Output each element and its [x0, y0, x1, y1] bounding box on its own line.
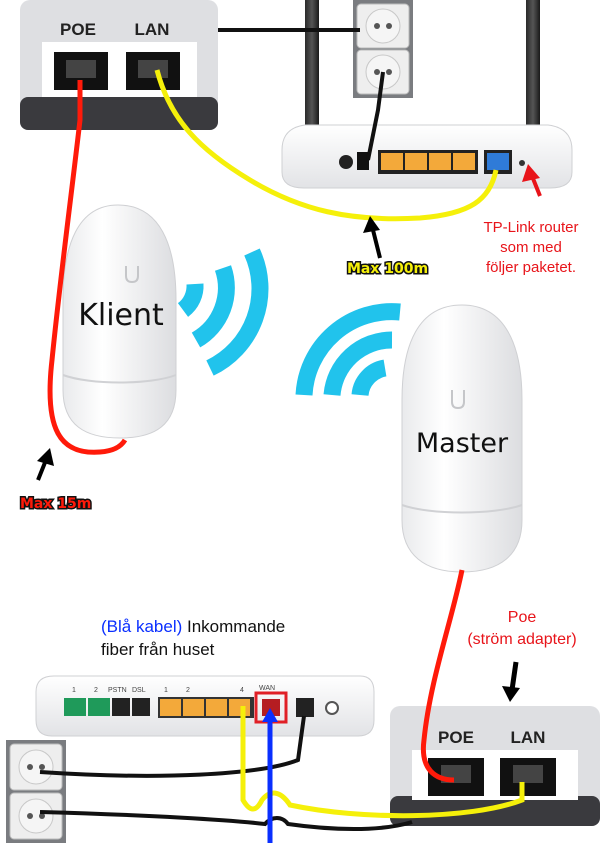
- router-power-jack[interactable]: [339, 155, 353, 169]
- modem-port-label-2: 2: [94, 687, 98, 694]
- client-antenna: Klient: [62, 204, 177, 439]
- client-antenna-body: [62, 204, 177, 439]
- fiber-note-blue-cable: (Blå kabel): [101, 617, 182, 636]
- poe-top-lan-label: LAN: [135, 20, 170, 39]
- cable-yellow-modem: [240, 706, 525, 819]
- wifi-icon: [295, 303, 401, 397]
- poe-note-line1: Poe: [508, 609, 537, 626]
- poe-bottom-poe-label: POE: [438, 728, 474, 747]
- poe-adapter-top-base: [20, 97, 218, 130]
- client-label: Klient: [78, 298, 164, 333]
- modem-port-label-lan2: 2: [186, 687, 190, 694]
- modem-port-label-lan4: 4: [240, 687, 244, 694]
- fiber-modem: 1 2 PSTN DSL 1 2 4 WAN: [35, 675, 375, 737]
- wifi-icon: [177, 248, 269, 376]
- poe-adapter-bottom-base: [390, 796, 600, 826]
- fiber-note-line1: (Blå kabel) Inkommande: [101, 617, 285, 636]
- modem-pstn-dsl-ports[interactable]: [112, 698, 150, 716]
- modem-port-label-lan1: 1: [164, 687, 168, 694]
- ubiquiti-logo-icon: [451, 390, 465, 410]
- cable-yellow-router: [154, 69, 499, 222]
- modem-port-label-dsl: DSL: [132, 687, 146, 694]
- max-100m-label: Max 100m: [347, 261, 428, 277]
- modem-phone-ports[interactable]: [64, 698, 110, 716]
- router-reset-button[interactable]: [519, 160, 525, 166]
- router-wan-port[interactable]: [484, 150, 512, 174]
- poe-adapter-top: POE LAN: [20, 0, 218, 130]
- poe-adapter-bottom: POE LAN: [390, 706, 600, 826]
- router-antenna-right: [526, 0, 540, 145]
- fiber-note-incoming: Inkommande: [182, 617, 285, 636]
- arrow-icon: [262, 708, 278, 722]
- master-label: Master: [416, 428, 509, 459]
- modem-port-label-1: 1: [72, 687, 76, 694]
- poe-note-line2: (ström adapter): [467, 631, 576, 648]
- cable-red-client: [47, 80, 128, 455]
- poe-bottom-lan-label: LAN: [511, 728, 546, 747]
- tplink-note-line3: följer paketet.: [486, 259, 576, 276]
- max-15m-label: Max 15m: [20, 496, 91, 512]
- modem-wan-port[interactable]: [262, 699, 280, 716]
- arrow-icon: [522, 164, 542, 197]
- modem-lan-ports[interactable]: [158, 697, 254, 718]
- modem-power-button[interactable]: [325, 701, 339, 715]
- tplink-note-line2: som med: [500, 239, 562, 256]
- router-lan-ports[interactable]: [378, 150, 478, 174]
- arrow-icon: [502, 661, 520, 702]
- cable-black-router-power: [366, 71, 385, 161]
- cable-red-master: [420, 569, 465, 783]
- poe-bottom-lan-port[interactable]: [500, 758, 556, 796]
- poe-top-poe-label: POE: [60, 20, 96, 39]
- router-power-button[interactable]: [357, 152, 369, 170]
- power-outlet-icon: [6, 740, 66, 843]
- master-antenna: Master: [401, 304, 523, 573]
- modem-power-jack[interactable]: [296, 698, 314, 717]
- arrow-icon: [363, 216, 382, 259]
- cable-black-modem-power: [39, 715, 306, 778]
- ubiquiti-logo-icon: [125, 266, 139, 284]
- tplink-router: [281, 0, 573, 189]
- tplink-note-line1: TP-Link router: [483, 219, 578, 236]
- modem-port-label-pstn: PSTN: [108, 687, 127, 694]
- fiber-note-line2: fiber från huset: [101, 640, 215, 659]
- poe-top-lan-port[interactable]: [126, 52, 180, 90]
- modem-port-label-wan: WAN: [259, 685, 275, 692]
- arrow-icon: [36, 448, 54, 481]
- router-antenna-left: [305, 0, 319, 145]
